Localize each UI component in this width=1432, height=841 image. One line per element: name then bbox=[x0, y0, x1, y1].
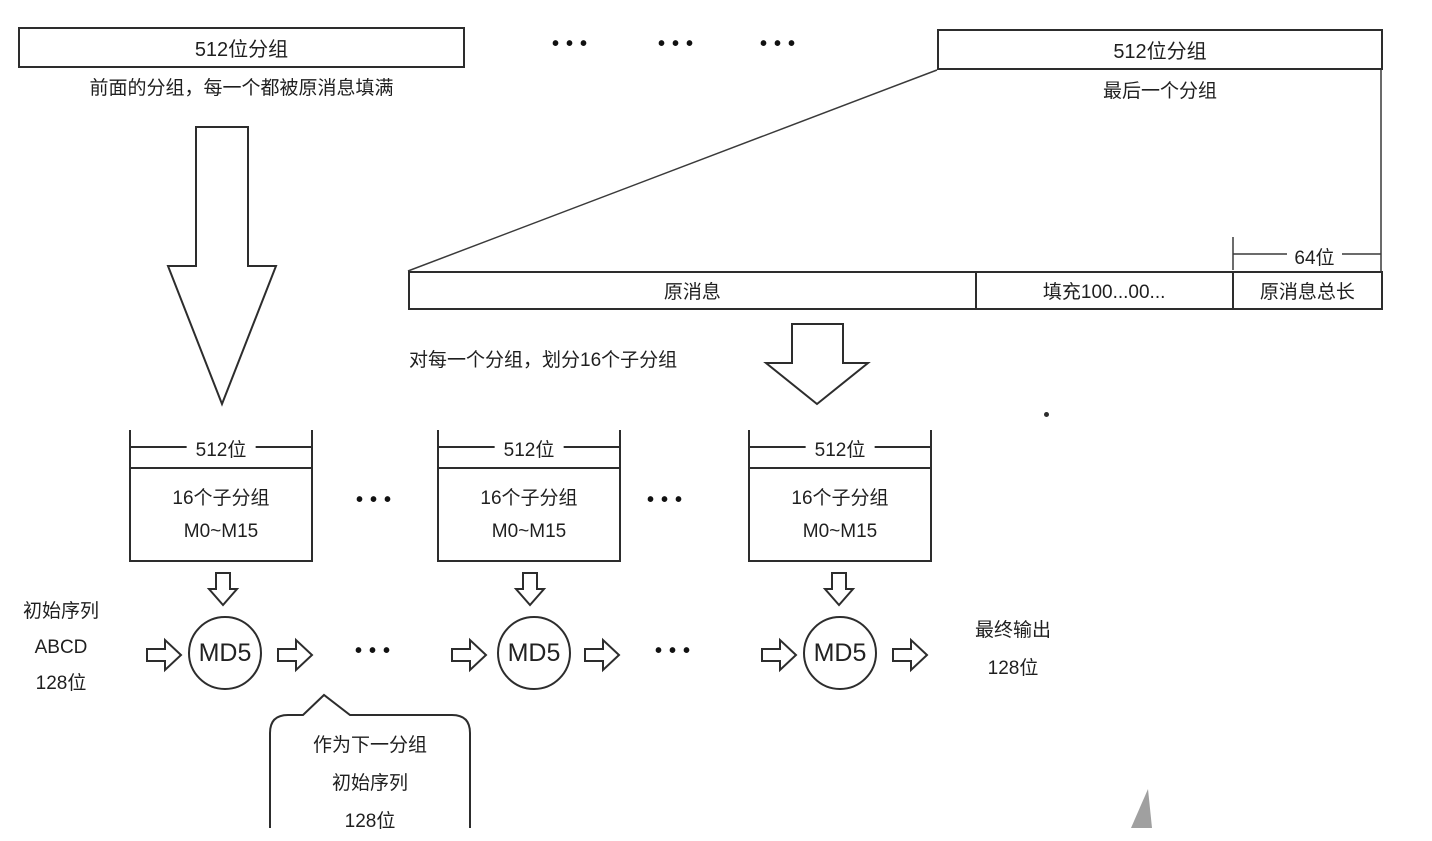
subgroup-body: 16个子分组 M0~M15 bbox=[437, 467, 621, 562]
big-down-arrow-icon bbox=[166, 126, 278, 407]
bubble-line3: 128位 bbox=[344, 811, 396, 832]
final-output-line2: 128位 bbox=[987, 658, 1039, 679]
expansion-diagonal-line bbox=[407, 69, 938, 272]
ellipsis-dots: ••• bbox=[658, 33, 701, 55]
subgroup-measure: 512位 bbox=[748, 430, 932, 467]
expanded-last-block: 原消息 填充100...00... 原消息总长 bbox=[408, 271, 1383, 310]
subgroup-body: 16个子分组 M0~M15 bbox=[129, 467, 313, 562]
first-group-box: 512位分组 bbox=[18, 27, 465, 68]
ellipsis-dots: ••• bbox=[655, 640, 698, 662]
subgroup-measure-label: 512位 bbox=[494, 435, 564, 462]
final-output-label: 最终输出 128位 bbox=[948, 612, 1078, 688]
right-arrow-icon bbox=[761, 637, 798, 673]
initial-sequence-line2: ABCD bbox=[34, 637, 88, 658]
initial-sequence-line1: 初始序列 bbox=[22, 601, 99, 622]
down-arrow-icon bbox=[513, 572, 547, 607]
subgroup-box-1: 512位 16个子分组 M0~M15 bbox=[129, 430, 313, 562]
right-arrow-icon bbox=[892, 637, 929, 673]
initial-sequence-label: 初始序列 ABCD 128位 bbox=[6, 594, 116, 702]
subgroup-line1: 16个子分组 bbox=[172, 487, 270, 509]
right-arrow-icon bbox=[451, 637, 488, 673]
ellipsis-dots: ••• bbox=[552, 33, 595, 55]
subgroup-line2: M0~M15 bbox=[491, 520, 567, 542]
callout-bubble-text: 作为下一分组 初始序列 128位 bbox=[272, 727, 468, 841]
subgroup-measure-label: 512位 bbox=[186, 435, 256, 462]
bubble-line2: 初始序列 bbox=[331, 773, 408, 794]
padding-cell: 填充100...00... bbox=[974, 273, 1232, 308]
subgroup-box-2: 512位 16个子分组 M0~M15 bbox=[437, 430, 621, 562]
md5-label: MD5 bbox=[507, 639, 561, 667]
subgroup-line2: M0~M15 bbox=[183, 520, 259, 542]
md5-label: MD5 bbox=[813, 639, 867, 667]
measure-64bit-label: 64位 bbox=[1294, 248, 1335, 269]
subgroup-body: 16个子分组 M0~M15 bbox=[748, 467, 932, 562]
subgroup-measure: 512位 bbox=[437, 430, 621, 467]
message-length-cell: 原消息总长 bbox=[1231, 273, 1381, 308]
subgroup-line1: 16个子分组 bbox=[480, 487, 578, 509]
down-arrow-icon bbox=[206, 572, 240, 607]
md5-label: MD5 bbox=[198, 639, 252, 667]
final-output-line1: 最终输出 bbox=[974, 620, 1051, 641]
bubble-line1: 作为下一分组 bbox=[312, 735, 427, 756]
subgroup-measure-label: 512位 bbox=[805, 435, 875, 462]
down-arrow-icon bbox=[822, 572, 856, 607]
right-arrow-icon bbox=[146, 637, 183, 673]
last-group-label: 512位分组 bbox=[1113, 41, 1207, 63]
first-group-caption: 前面的分组，每一个都被原消息填满 bbox=[89, 78, 394, 99]
ellipsis-dots: ••• bbox=[647, 489, 690, 511]
last-group-box: 512位分组 bbox=[937, 29, 1383, 70]
right-arrow-icon bbox=[277, 637, 314, 673]
original-message-cell: 原消息 bbox=[663, 282, 721, 303]
ellipsis-dots: ••• bbox=[760, 33, 803, 55]
subgroup-box-3: 512位 16个子分组 M0~M15 bbox=[748, 430, 932, 562]
subgroup-measure: 512位 bbox=[129, 430, 313, 467]
ellipsis-dots: ••• bbox=[355, 640, 398, 662]
stray-dot-mark bbox=[1044, 412, 1049, 417]
initial-sequence-line3: 128位 bbox=[35, 673, 87, 694]
medium-down-arrow-icon bbox=[763, 323, 871, 406]
ellipsis-dots: ••• bbox=[356, 489, 399, 511]
subgroup-line1: 16个子分组 bbox=[791, 487, 889, 509]
right-arrow-icon bbox=[584, 637, 621, 673]
cursor-mark bbox=[1131, 789, 1152, 828]
first-group-label: 512位分组 bbox=[194, 39, 289, 61]
split-caption: 对每一个分组，划分16个子分组 bbox=[409, 350, 678, 371]
last-group-caption: 最后一个分组 bbox=[1102, 81, 1217, 102]
subgroup-line2: M0~M15 bbox=[802, 520, 878, 542]
